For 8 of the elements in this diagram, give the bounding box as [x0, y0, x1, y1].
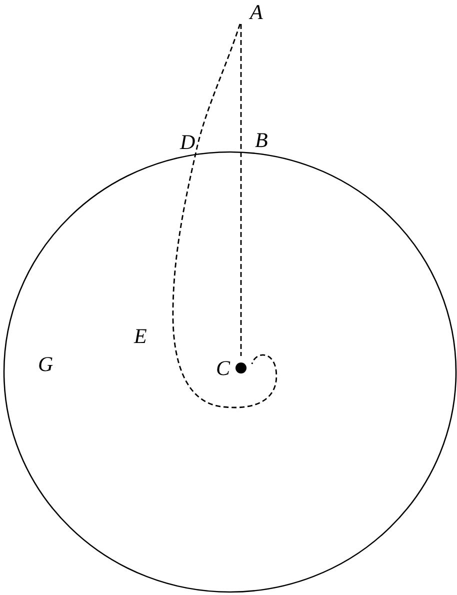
trajectory-path [172, 24, 278, 408]
point-label: G [38, 354, 54, 375]
point-label: D [180, 132, 196, 153]
dashed-line [240, 24, 242, 356]
point-label: A [250, 2, 263, 23]
point-label: C [216, 358, 230, 379]
point-label: E [134, 326, 147, 347]
point-label: B [255, 130, 268, 151]
